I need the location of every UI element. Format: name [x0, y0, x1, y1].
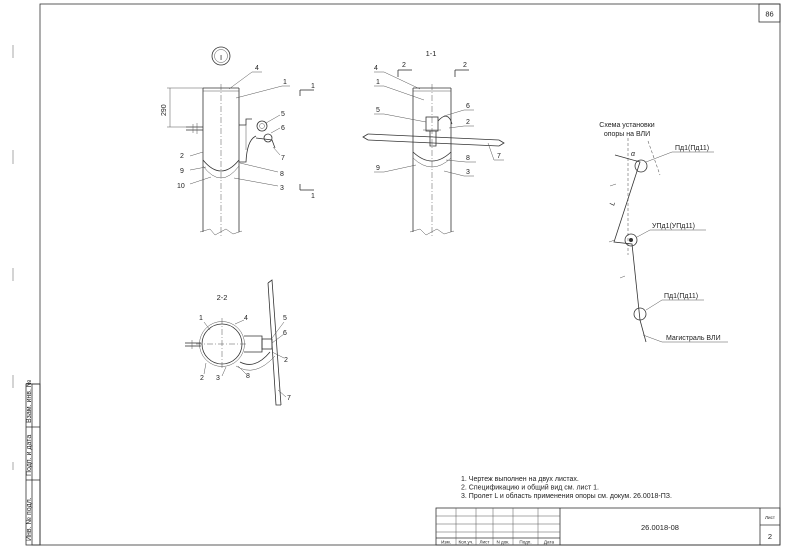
s1-callout-4: 4 [374, 65, 378, 72]
front-callout-3: 3 [280, 185, 284, 192]
s2-callout-2-right: 2 [284, 357, 288, 364]
page-number: 86 [765, 10, 773, 19]
s1-callout-5: 5 [376, 107, 380, 114]
front-callout-1: 1 [283, 79, 287, 86]
section-mark-bottom: 1 [311, 193, 315, 200]
section-2-2-view: 2-2 1 4 5 6 2 3 8 2 7 [185, 279, 291, 406]
support-mid-marker [624, 233, 638, 247]
view-marker-label: I [220, 53, 222, 62]
scheme-title-line1: Схема установки [599, 122, 655, 129]
front-callout-9: 9 [180, 168, 184, 175]
sheet-label: Лист [765, 515, 776, 520]
section-1-mark-left: 2 [402, 62, 406, 69]
s1-callout-6: 6 [466, 103, 470, 110]
s1-callout-2: 2 [466, 119, 470, 126]
scheme-angle: α [631, 151, 636, 158]
s1-callout-9: 9 [376, 165, 380, 172]
note-3: 3. Пролет L и область применения опоры с… [461, 492, 672, 500]
s2-callout-5: 5 [283, 315, 287, 322]
scheme-support-mid: УПд1(УПд11) [652, 223, 695, 230]
support-top-marker [634, 159, 648, 173]
s2-callout-2-left: 2 [200, 375, 204, 382]
tb-col-change: Изм. [441, 540, 451, 545]
front-callout-10: 10 [177, 183, 185, 190]
note-2: 2. Спецификацию и общий вид см. лист 1. [461, 484, 599, 492]
stamp-field-sign: Подп. и дата [26, 435, 33, 476]
s2-callout-8: 8 [246, 373, 250, 380]
section-1-1-view: 1-1 2 2 4 1 5 6 2 [362, 49, 505, 236]
support-bottom-marker [633, 307, 647, 321]
tb-col-sheet: Лист [480, 540, 491, 545]
title-block: Изм. Кол.уч. Лист N док. Подп. Дата 26.0… [435, 507, 781, 546]
section-2-2-title: 2-2 [217, 293, 228, 302]
front-callout-4: 4 [255, 65, 259, 72]
s2-callout-7: 7 [287, 395, 291, 402]
installation-scheme: Схема установки опоры на ВЛИ Пд1(Пд11) У… [599, 122, 728, 343]
s2-callout-3: 3 [216, 375, 220, 382]
front-callout-5: 5 [281, 111, 285, 118]
page-number-box [758, 3, 781, 23]
tb-col-sign: Подп. [519, 540, 531, 545]
scheme-support-bottom: Пд1(Пд11) [664, 293, 698, 300]
dimension-290: 290 [161, 104, 168, 116]
notes: 1. Чертеж выполнен на двух листах. 2. Сп… [461, 476, 672, 500]
side-stamp: Взам. инв. № Подп. и дата Инв. № подл. [25, 380, 41, 546]
scheme-span: L [609, 201, 617, 207]
front-callout-6: 6 [281, 125, 285, 132]
stamp-field-replace: Взам. инв. № [26, 380, 33, 423]
scheme-title-line2: опоры на ВЛИ [604, 131, 650, 138]
s2-callout-4: 4 [244, 315, 248, 322]
scheme-mainline-label: Магистраль ВЛИ [666, 335, 721, 342]
s1-callout-7: 7 [497, 153, 501, 160]
s1-callout-8: 8 [466, 155, 470, 162]
view-marker-circle [211, 46, 231, 66]
front-view: I 290 1 1 [161, 46, 315, 236]
s1-callout-1: 1 [376, 79, 380, 86]
section-mark-top: 1 [311, 83, 315, 90]
stamp-field-inventory: Инв. № подл. [26, 497, 33, 541]
s2-callout-6: 6 [283, 330, 287, 337]
front-callout-7: 7 [281, 155, 285, 162]
note-1: 1. Чертеж выполнен на двух листах. [461, 476, 579, 483]
tb-col-doc: N док. [496, 540, 509, 545]
tb-col-date: Дата [544, 540, 555, 545]
s1-callout-3: 3 [466, 169, 470, 176]
sheet-frame [39, 3, 781, 546]
section-1-1-title: 1-1 [426, 49, 437, 58]
s2-callout-1: 1 [199, 315, 203, 322]
section-1-mark-right: 2 [463, 62, 467, 69]
front-callout-2: 2 [180, 153, 184, 160]
sheet-number: 2 [768, 532, 772, 541]
tb-col-count: Кол.уч. [458, 540, 473, 545]
document-code: 26.0018-08 [641, 523, 679, 532]
front-callout-8: 8 [280, 171, 284, 178]
scheme-support-top: Пд1(Пд11) [675, 145, 709, 152]
